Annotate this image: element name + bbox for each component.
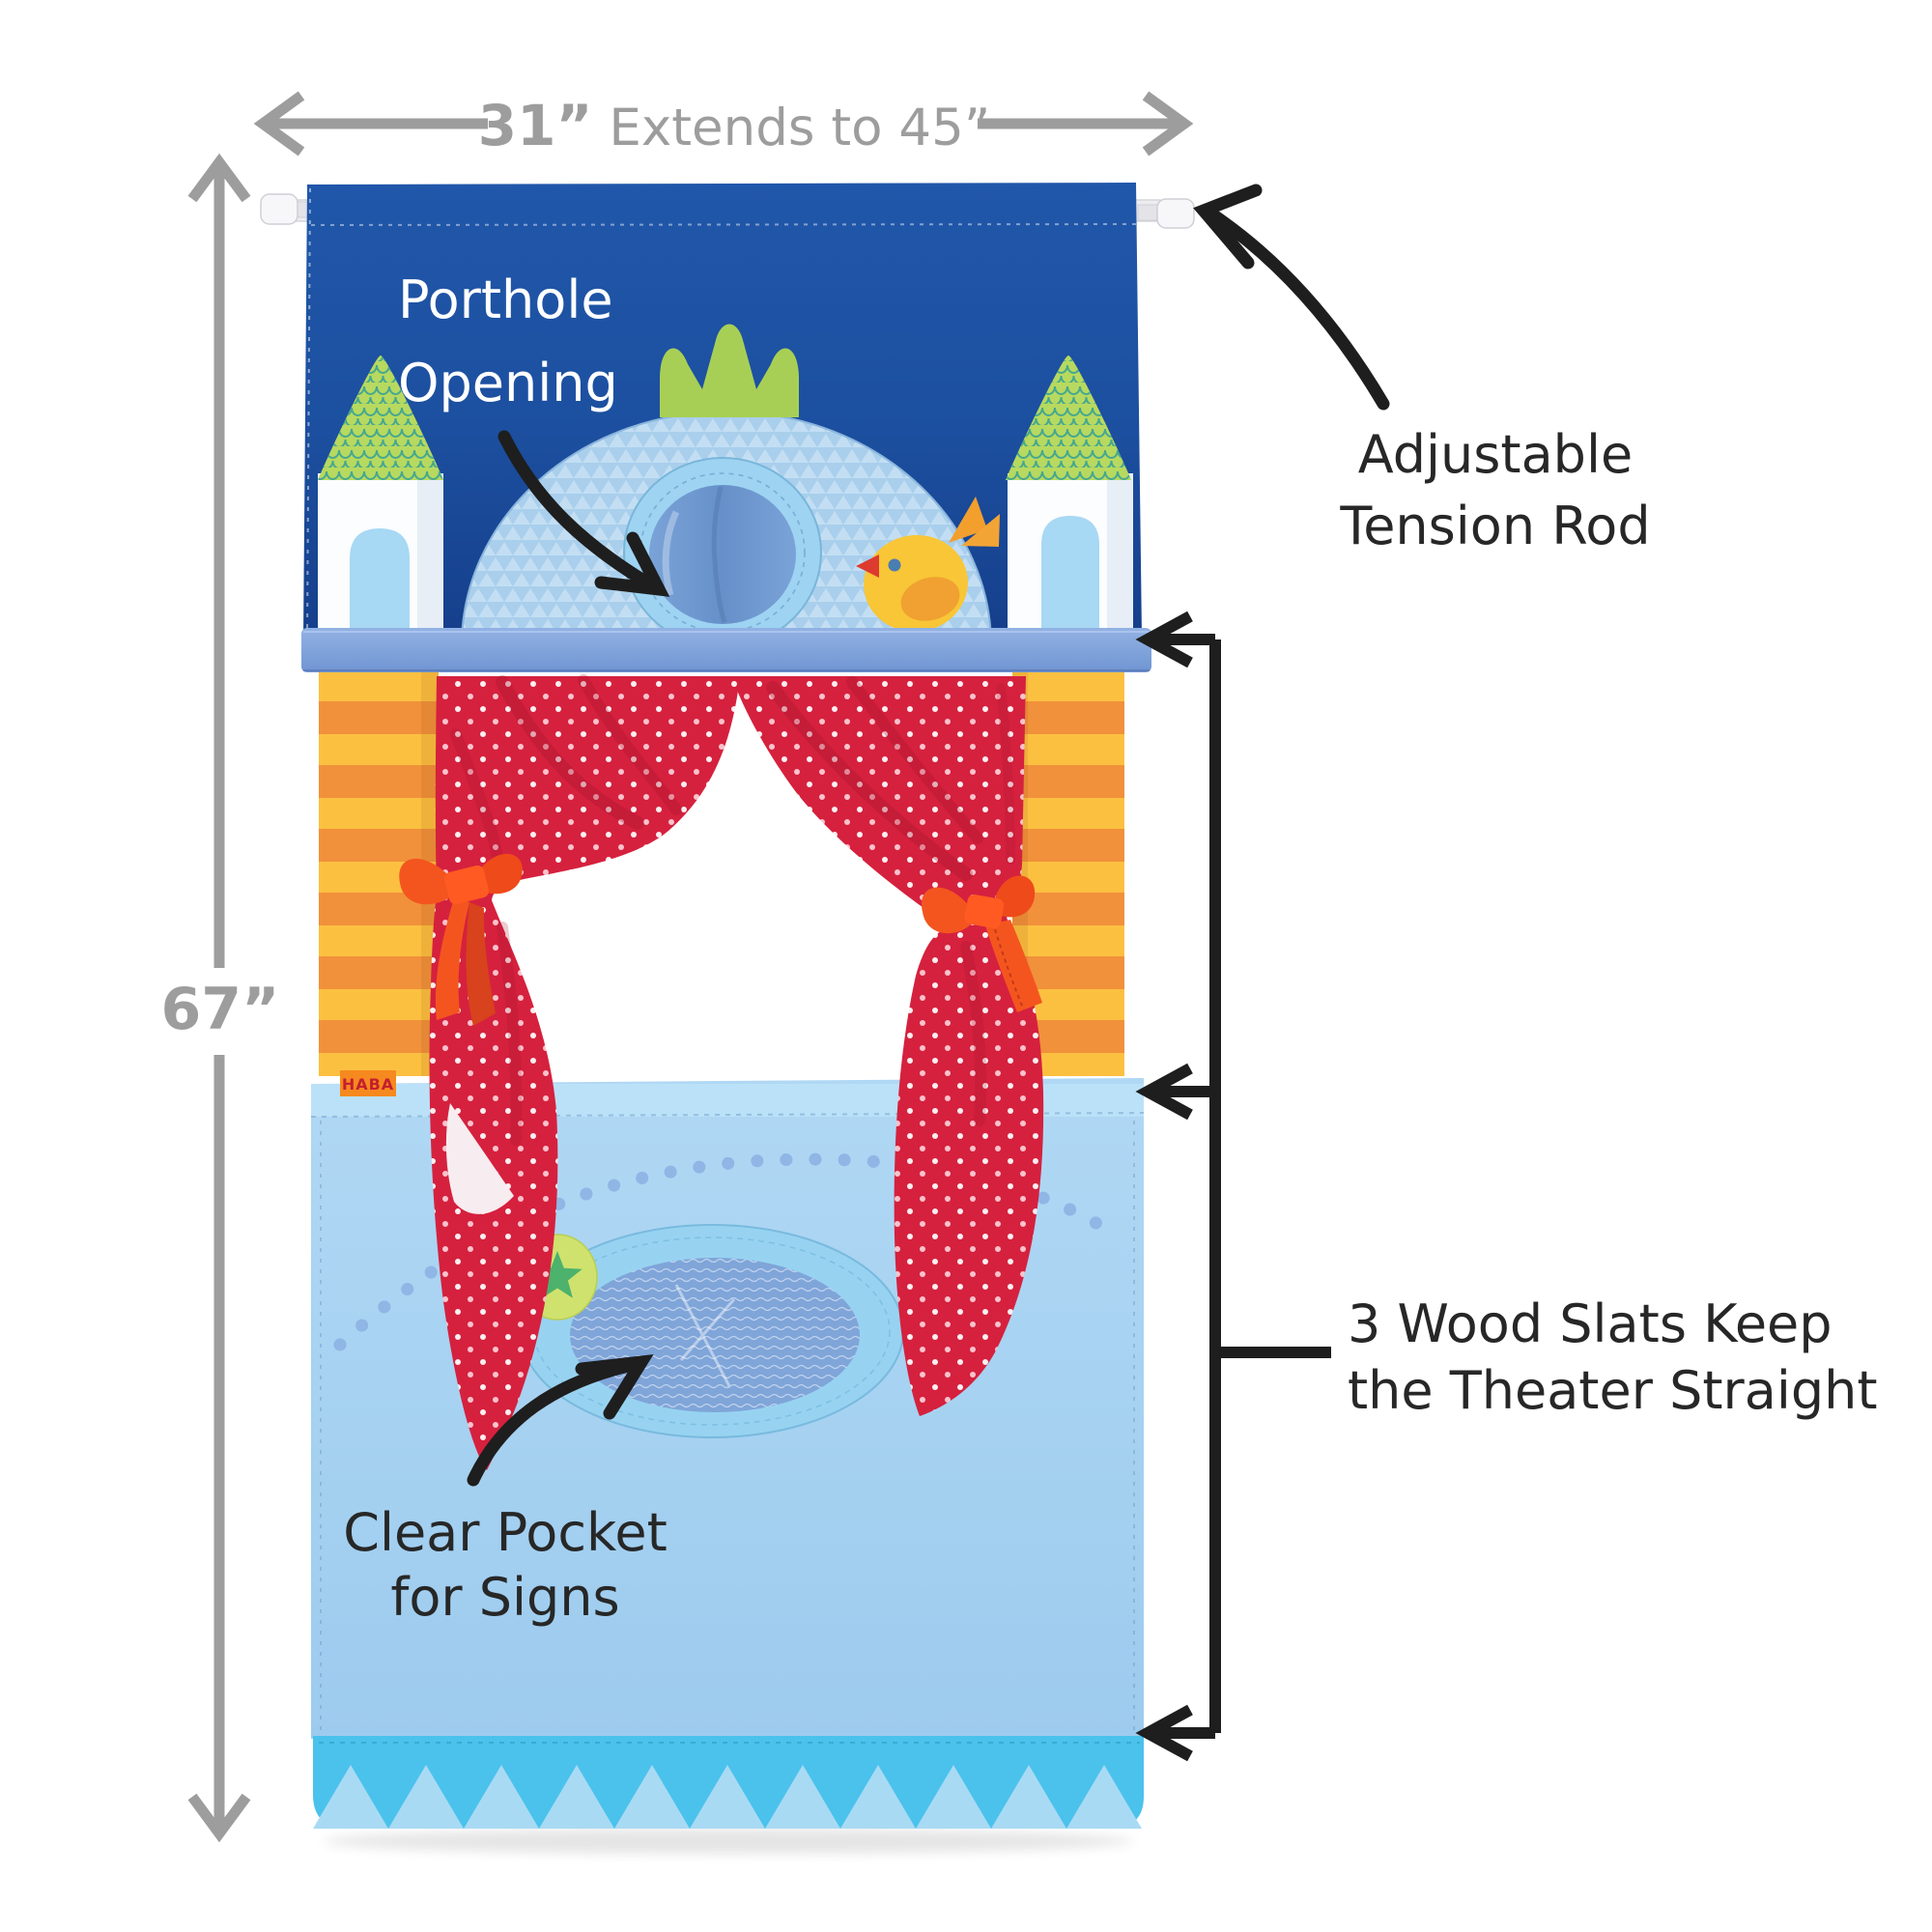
wood-slats-label: 3 Wood Slats Keep the Theater Straight (1348, 1291, 1878, 1424)
brand-tag-text: HABA (342, 1075, 394, 1094)
curtain-right (732, 676, 1044, 1416)
tension-rod-label-line1: Adjustable (1357, 424, 1634, 485)
tower-window-left (350, 528, 410, 633)
castle-tower-left (318, 355, 443, 633)
porthole-label-line1: Porthole (398, 270, 613, 330)
rod-end-cap-right (1156, 198, 1195, 229)
sign-pocket (520, 1224, 904, 1438)
stage-ledge (301, 628, 1151, 672)
clear-pocket-arrow (467, 1354, 654, 1487)
tieback-bow-right (922, 875, 1042, 1012)
tension-rod-label: Adjustable Tension Rod (1340, 419, 1650, 562)
porthole-arrow (497, 430, 670, 597)
width-dimension-arrow (253, 91, 1194, 156)
bird-wing (900, 577, 960, 621)
tieback-bow-left (399, 853, 523, 1026)
tension-rod-label-line2: Tension Rod (1340, 496, 1651, 556)
curtain-lining-left (445, 1103, 514, 1214)
floor-shadow (323, 1829, 1134, 1854)
bird (856, 497, 1000, 636)
clear-pocket-label-line1: Clear Pocket (343, 1502, 668, 1563)
height-dimension-arrow (187, 153, 251, 1843)
wood-slats-label-line2: the Theater Straight (1348, 1360, 1878, 1421)
porthole (623, 457, 822, 630)
zigzag-hem (313, 1736, 1144, 1829)
tension-rod-arrow (1193, 184, 1390, 411)
wood-slats-label-line1: 3 Wood Slats Keep (1348, 1293, 1833, 1354)
height-dimension-label: 67” (160, 976, 280, 1043)
tower-window-right (1041, 516, 1099, 630)
clear-pocket-label: Clear Pocket for Signs (343, 1500, 668, 1630)
porthole-label-line2: Opening (398, 353, 618, 413)
width-dimension-label: 31” Extends to 45” (478, 94, 991, 160)
star-icon (532, 1251, 582, 1298)
bird-eye (888, 558, 901, 572)
porthole-label: Porthole Opening (398, 259, 618, 425)
brand-tag: HABA (340, 1070, 396, 1096)
bird-beak (856, 554, 879, 578)
width-extends-text: Extends to 45” (592, 99, 991, 157)
width-value: 31” (477, 93, 593, 158)
clear-pocket-label-line2: for Signs (390, 1567, 620, 1628)
castle-panel (303, 183, 1142, 638)
castle-tower-right (1006, 355, 1133, 633)
rod-end-cap-left (260, 193, 298, 225)
porthole-flap-seam (711, 486, 727, 623)
wood-slats-bracket (1135, 611, 1331, 1762)
crown (660, 324, 799, 417)
